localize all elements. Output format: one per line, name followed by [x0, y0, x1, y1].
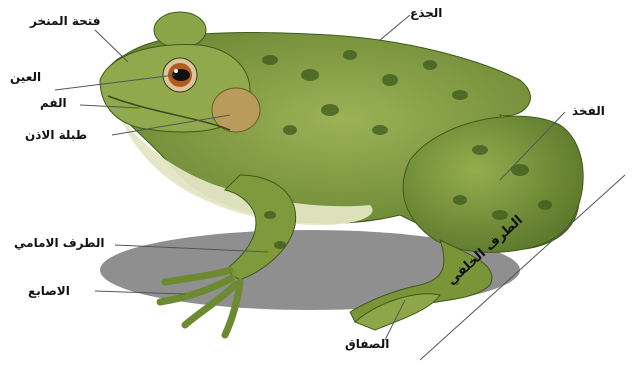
label-fingers: الاصابع: [28, 284, 70, 298]
label-trunk: الجذع: [410, 6, 442, 20]
label-thigh: الفخذ: [572, 104, 605, 118]
frog-eye-glint: [174, 69, 178, 73]
frog-eardrum: [212, 88, 260, 132]
label-nostril: فتحة المنخر: [30, 14, 101, 28]
label-forelimb: الطرف الامامي: [14, 236, 104, 250]
label-eye: العين: [10, 70, 41, 84]
label-eardrum: طبلة الاذن: [25, 128, 87, 142]
frog-head-bump: [154, 12, 206, 48]
label-mouth: الفم: [40, 96, 67, 110]
label-web: الصفاق: [345, 337, 389, 351]
